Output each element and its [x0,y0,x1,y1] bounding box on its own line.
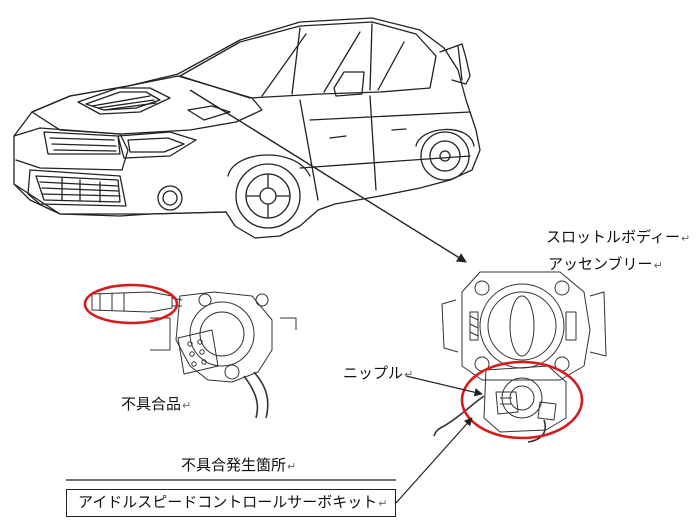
return-mark: ↵ [680,232,691,245]
car-illustration [13,17,481,239]
throttle-body-assembly-drawing [433,271,607,443]
leader-arrow-kit [395,417,473,504]
nipple-label: ニップル↵ [343,366,413,381]
defective-part-label: 不具合品↵ [121,397,191,412]
nipple-label-text: ニップル [343,364,404,382]
leader-arrow-engine [189,89,467,263]
defect-location-label: 不具合発生箇所↵ [181,458,296,473]
defect-location-label-text: 不具合発生箇所 [181,456,287,474]
idle-speed-kit-box [66,489,396,517]
throttle-body-label-line2: アッセンブリー↵ [548,257,663,272]
return-mark: ↵ [404,368,414,381]
return-mark: ↵ [378,497,388,510]
throttle-body-label-line1: スロットルボディー↵ [546,230,690,245]
idle-speed-kit-label: アイドルスピードコントロールサーボキット↵ [78,495,387,510]
return-mark: ↵ [287,460,297,473]
defective-part-label-text: 不具合品 [121,395,182,413]
idle-speed-kit-label-text: アイドルスピードコントロールサーボキット [78,493,378,511]
highlight-circle-left [83,283,179,325]
throttle-body-label-line1-text: スロットルボディー [546,228,680,246]
highlight-circle-right [460,360,584,440]
return-mark: ↵ [653,259,663,272]
throttle-body-label-line2-text: アッセンブリー [548,255,653,273]
return-mark: ↵ [182,399,192,412]
leader-arrow-nipple [405,375,483,397]
